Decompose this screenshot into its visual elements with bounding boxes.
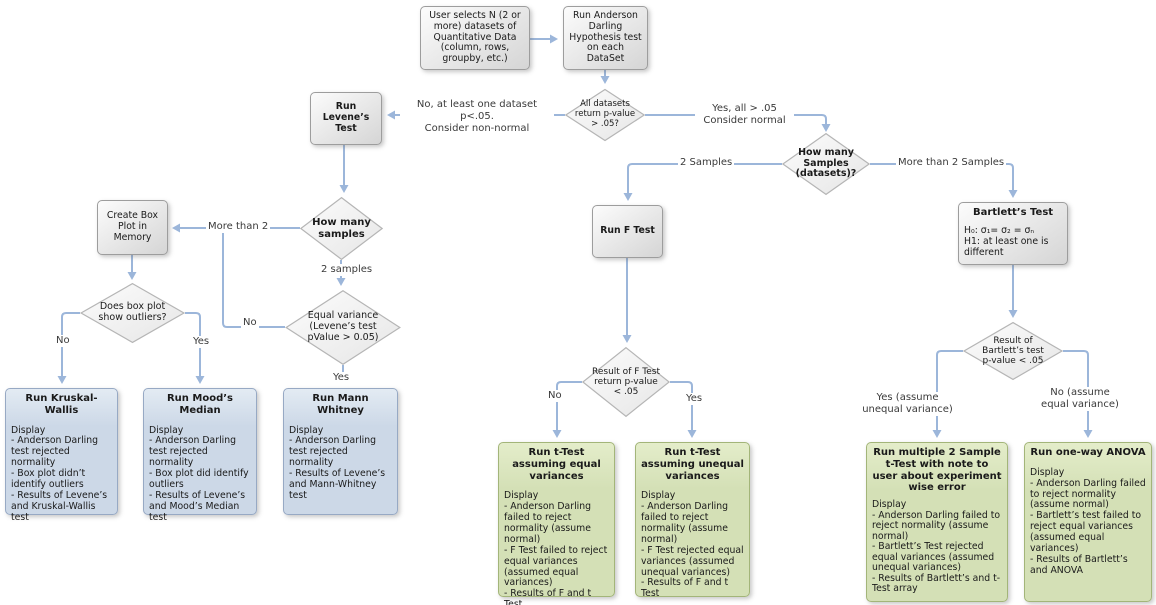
decision-equal-variance-text: Equal variance (Levene’s test pValue > 0… [307, 310, 379, 343]
result-multi-t-test: Run multiple 2 Sample t-Test with note t… [866, 442, 1008, 602]
decision-how-many-samples: How many samples [300, 197, 383, 260]
decision-box-plot-outliers: Does box plot show outliers? [80, 283, 185, 343]
edge-equalvariance-no-merge [222, 229, 285, 328]
edge-bartlettresult-yes-to-multit [932, 350, 963, 438]
edge-outliers-yes-to-moods [185, 312, 205, 384]
result-kruskal-wallis-body: Display - Anderson Darling test rejected… [11, 424, 108, 523]
decision-f-test-result-text: Result of F Test return p-value < .05 [592, 366, 660, 398]
diamond-shape [80, 283, 185, 343]
result-multi-t-test-body: Display - Anderson Darling failed to rej… [872, 499, 1001, 595]
edge-label-more-than-2: More than 2 [206, 221, 271, 234]
decision-how-many-samples-datasets: How many Samples (datasets)? [782, 133, 870, 195]
decision-all-datasets: All datasets return p-value > .05? [565, 89, 645, 141]
edge-label-no-non-normal: No, at least one dataset p<.05. Consider… [400, 99, 554, 136]
process-run-anderson-darling-text: Run Anderson Darling Hypothesis test on … [569, 9, 642, 65]
process-create-box-plot-text: Create Box Plot in Memory [106, 210, 159, 243]
result-kruskal-wallis-title: Run Kruskal-Wallis [25, 393, 98, 416]
edge-label-yes-variance: Yes [331, 372, 352, 385]
decision-f-test-result: Result of F Test return p-value < .05 [582, 347, 670, 417]
process-user-selects: User selects N (2 or more) datasets of Q… [420, 6, 530, 70]
result-t-test-unequal-body: Display - Anderson Darling failed to rej… [641, 490, 744, 600]
edge-label-yes-unequal: Yes (assume unequal variance) [848, 392, 967, 417]
edge-fresult-yes-to-tunequal [670, 381, 697, 438]
process-bartletts-test-title: Bartlett’s Test [972, 207, 1054, 218]
result-moods-median-title: Run Mood’s Median [166, 393, 234, 416]
process-run-f-test-text: Run F Test [600, 225, 655, 237]
edge-label-yes-outliers: Yes [191, 336, 212, 349]
diamond-shape [582, 347, 670, 417]
decision-how-many-samples-text: How many samples [312, 217, 371, 240]
diamond-shape [285, 290, 401, 365]
result-one-way-anova: Run one-way ANOVA Display - Anderson Dar… [1024, 442, 1152, 602]
result-mann-whitney: Run Mann Whitney Display - Anderson Darl… [283, 388, 398, 515]
process-bartletts-test-body: H₀: σ₁= σ₂ = σₙ H1: at least one is diff… [964, 224, 1049, 258]
result-mann-whitney-body: Display - Anderson Darling test rejected… [289, 424, 386, 501]
process-bartletts-test: Bartlett’s Test H₀: σ₁= σ₂ = σₙ H1: at l… [958, 202, 1068, 265]
result-multi-t-test-title: Run multiple 2 Sample t-Test with note t… [872, 447, 1002, 494]
diamond-shape [782, 133, 870, 195]
decision-bartlett-result: Result of Bartlett’s test p-value < .05 [963, 322, 1063, 380]
diamond-shape [963, 322, 1063, 380]
result-mann-whitney-title: Run Mann Whitney [312, 393, 369, 416]
result-t-test-unequal-title: Run t-Test assuming unequal variances [641, 447, 744, 482]
process-user-selects-text: User selects N (2 or more) datasets of Q… [429, 9, 521, 65]
diamond-shape [300, 197, 383, 260]
result-t-test-equal-title: Run t-Test assuming equal variances [512, 447, 601, 482]
result-t-test-unequal: Run t-Test assuming unequal variances Di… [635, 442, 750, 600]
process-run-anderson-darling: Run Anderson Darling Hypothesis test on … [563, 6, 648, 70]
edge-label-no-f: No [546, 390, 564, 403]
edge-label-2-samples-right: 2 Samples [678, 157, 735, 170]
decision-box-plot-outliers-text: Does box plot show outliers? [98, 301, 167, 323]
result-kruskal-wallis: Run Kruskal-Wallis Display - Anderson Da… [5, 388, 118, 523]
result-moods-median-body: Display - Anderson Darling test rejected… [149, 424, 249, 523]
edge-howmanydatasets-to-bartletts [870, 163, 1018, 198]
result-t-test-equal: Run t-Test assuming equal variances Disp… [498, 442, 615, 605]
result-one-way-anova-body: Display - Anderson Darling failed to rej… [1030, 466, 1146, 576]
edge-label-more-than-2-samples: More than 2 Samples [896, 157, 1007, 170]
edge-label-no-outliers: No [54, 335, 72, 348]
edge-label-no-variance: No [241, 317, 259, 330]
edge-bartlettresult-no-to-anova [1063, 350, 1093, 438]
decision-equal-variance: Equal variance (Levene’s test pValue > 0… [285, 290, 401, 365]
edge-outliers-no-to-kruskal [57, 312, 80, 384]
decision-all-datasets-text: All datasets return p-value > .05? [574, 99, 636, 129]
process-create-box-plot: Create Box Plot in Memory [97, 200, 168, 255]
process-run-levenes-test-text: Run Levene’s Test [322, 101, 370, 134]
edge-label-2-samples-left: 2 samples [319, 264, 375, 277]
edge-label-yes-f: Yes [684, 393, 705, 406]
process-run-f-test: Run F Test [592, 205, 663, 258]
result-one-way-anova-title: Run one-way ANOVA [1030, 447, 1146, 458]
edge-fresult-no-to-tequal [552, 381, 582, 438]
edge-howmanydatasets-to-ftest [623, 163, 782, 201]
decision-bartlett-result-text: Result of Bartlett’s test p-value < .05 [982, 335, 1044, 367]
diamond-shape [565, 89, 645, 141]
result-t-test-equal-body: Display - Anderson Darling failed to rej… [504, 490, 608, 605]
decision-how-many-samples-datasets-text: How many Samples (datasets)? [795, 146, 857, 180]
process-run-levenes-test: Run Levene’s Test [310, 92, 382, 145]
edge-alldatasets-to-howmanydatasets [645, 114, 831, 132]
edge-label-no-equal: No (assume equal variance) [1022, 387, 1138, 412]
edge-label-yes-normal: Yes, all > .05 Consider normal [695, 103, 794, 128]
result-moods-median: Run Mood’s Median Display - Anderson Dar… [143, 388, 257, 523]
